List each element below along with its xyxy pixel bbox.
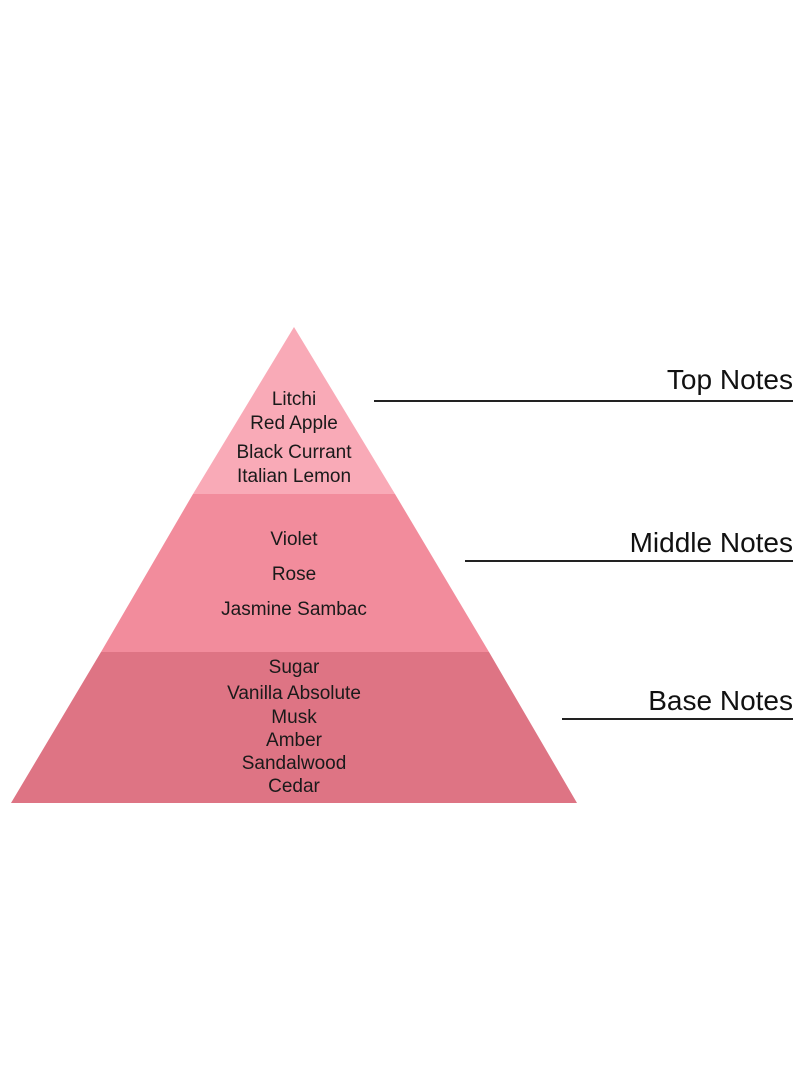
note-item: Violet (270, 529, 318, 550)
note-item: Black Currant (236, 442, 352, 463)
note-item: Red Apple (250, 413, 338, 434)
leader-line-top (374, 400, 793, 402)
pyramid-tier-top (193, 327, 395, 494)
pyramid-tier-base (11, 652, 577, 803)
pyramid-tier-middle (101, 494, 489, 652)
note-item: Litchi (271, 389, 317, 410)
note-item: Vanilla Absolute (227, 683, 361, 704)
note-item: Rose (271, 564, 317, 585)
note-item: Jasmine Sambac (221, 599, 367, 620)
leader-line-middle (465, 560, 793, 562)
leader-line-base (562, 718, 793, 720)
note-item: Amber (266, 730, 322, 751)
tier-label-middle: Middle Notes (629, 527, 793, 558)
note-item: Sandalwood (241, 753, 347, 774)
tier-label-base: Base Notes (648, 685, 793, 716)
note-item: Cedar (268, 776, 320, 797)
note-item: Italian Lemon (236, 466, 352, 487)
note-item: Musk (271, 707, 317, 728)
note-item: Sugar (268, 657, 320, 678)
tier-label-top: Top Notes (666, 364, 793, 395)
